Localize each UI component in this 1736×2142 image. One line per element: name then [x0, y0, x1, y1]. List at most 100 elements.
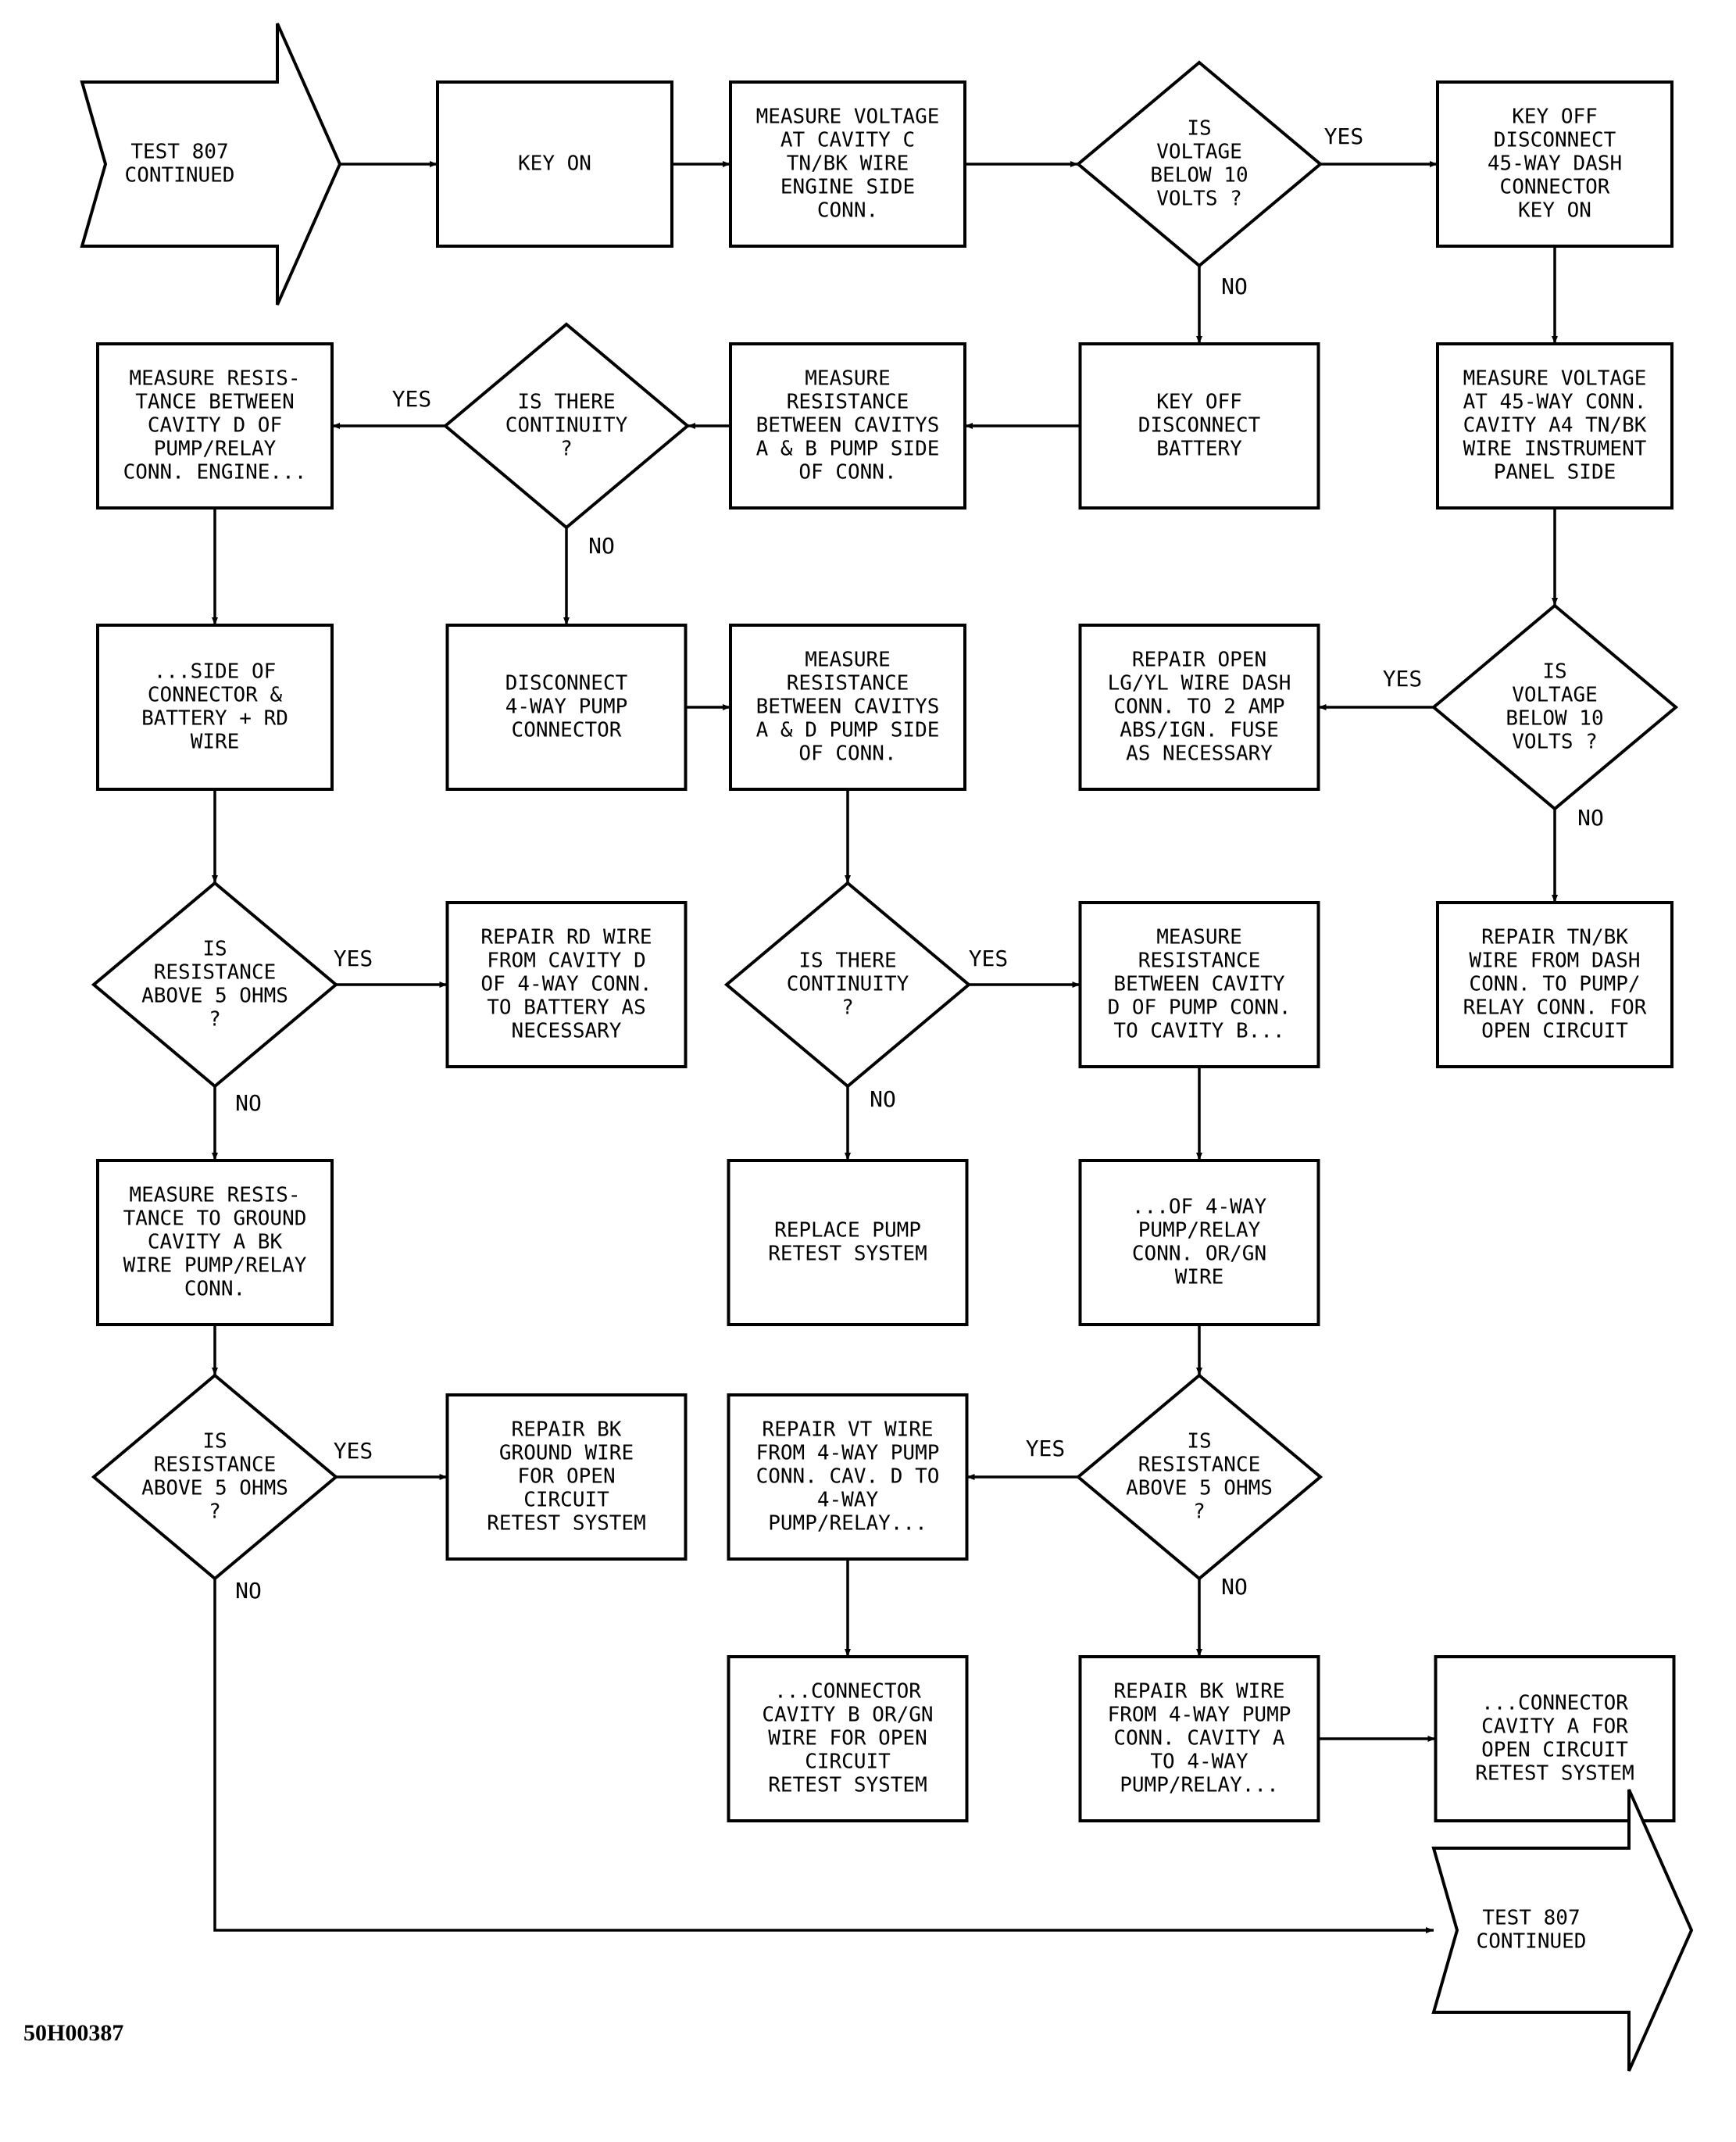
- box-shape: [436, 80, 673, 248]
- step-text-line: IS THERE: [798, 949, 896, 973]
- box-shape: [96, 342, 334, 510]
- diamond-shape: [1075, 1373, 1323, 1581]
- step-text-line: FROM CAVITY D: [487, 949, 646, 973]
- edge-label-no: NO: [588, 533, 615, 559]
- step-text-line: CONN.: [184, 1278, 245, 1301]
- step-text-line: WIRE: [1175, 1266, 1224, 1289]
- step-text-line: REPLACE PUMP: [774, 1219, 921, 1243]
- step-text-line: VOLTS ?: [1156, 188, 1242, 211]
- figure-id: 50H00387: [23, 2020, 124, 2046]
- step-text-line: CONN. ENGINE...: [123, 461, 307, 485]
- box-shape: [1078, 901, 1320, 1068]
- box-shape: [96, 624, 334, 791]
- step-text-line: LG/YL WIRE DASH: [1108, 672, 1291, 696]
- step-text-line: RETEST SYSTEM: [768, 1774, 927, 1797]
- step-text-line: ...CONNECTOR: [1481, 1692, 1628, 1715]
- step-text-line: REPAIR BK WIRE: [1113, 1680, 1284, 1704]
- step-text-line: BATTERY: [1156, 438, 1242, 461]
- step-text-line: CAVITY D OF: [148, 414, 282, 438]
- box-shape: [729, 342, 966, 510]
- arrow-shape: [1431, 1789, 1694, 2072]
- box-shape: [729, 624, 966, 791]
- step-text-line: TANCE TO GROUND: [123, 1207, 307, 1231]
- step-text-line: ABOVE 5 OHMS: [1126, 1477, 1273, 1500]
- step-text-line: CONN. TO 2 AMP: [1113, 696, 1284, 719]
- step-text-line: IS: [1542, 660, 1566, 684]
- step-text-line: WIRE INSTRUMENT: [1463, 438, 1647, 461]
- step-text-line: CONN. CAVITY A: [1113, 1727, 1284, 1750]
- step-text-line: OPEN CIRCUIT: [1481, 1739, 1628, 1762]
- edge-label-yes: YES: [1026, 1436, 1066, 1461]
- step-text-line: OPEN CIRCUIT: [1481, 1020, 1628, 1043]
- step-text-line: WIRE FROM DASH: [1469, 949, 1640, 973]
- edge-label-no: NO: [235, 1090, 262, 1116]
- step-text-line: D OF PUMP CONN.: [1108, 996, 1291, 1020]
- step-text-line: KEY OFF: [1512, 105, 1598, 129]
- box-shape: [445, 1393, 688, 1561]
- step-text-line: CAVITY A FOR: [1481, 1715, 1628, 1739]
- box-shape: [1078, 1159, 1320, 1326]
- box-shape: [96, 1159, 334, 1326]
- box-shape: [727, 1393, 969, 1561]
- edge-label-no: NO: [1221, 1574, 1248, 1600]
- step-text-line: ?: [209, 1008, 221, 1032]
- step-text-line: ENGINE SIDE: [780, 176, 915, 199]
- step-text-line: FOR OPEN: [517, 1465, 615, 1489]
- step-text-line: CAVITY A BK: [148, 1231, 283, 1254]
- step-text-line: REPAIR BK: [512, 1418, 622, 1442]
- box-shape: [1436, 342, 1673, 510]
- step-text-line: NECESSARY: [512, 1020, 622, 1043]
- step-text-line: VOLTAGE: [1156, 141, 1242, 164]
- step-text-line: IS: [1187, 117, 1211, 141]
- step-text-line: AT CAVITY C: [780, 129, 915, 152]
- diamond-shape: [723, 881, 972, 1089]
- step-text-line: ...OF 4-WAY: [1132, 1196, 1267, 1219]
- step-text-line: BETWEEN CAVITY: [1113, 973, 1284, 996]
- box-shape: [1078, 1655, 1320, 1822]
- step-text-line: IS THERE: [517, 391, 615, 414]
- step-text-line: IS: [202, 1430, 227, 1454]
- step-text-line: CONNECTOR: [512, 719, 622, 742]
- step-text-line: KEY OFF: [1156, 391, 1242, 414]
- step-text-line: 4-WAY: [817, 1489, 879, 1512]
- step-text-line: BELOW 10: [1150, 164, 1248, 188]
- step-text-line: A & D PUMP SIDE: [756, 719, 940, 742]
- edge-label-yes: YES: [1324, 123, 1364, 149]
- step-text-line: MEASURE VOLTAGE: [1463, 367, 1647, 391]
- step-text-line: ABS/IGN. FUSE: [1120, 719, 1279, 742]
- arrow-shape: [80, 23, 342, 306]
- step-text-line: BETWEEN CAVITYS: [756, 414, 940, 438]
- step-text-line: RESISTANCE: [787, 672, 909, 696]
- box-shape: [445, 624, 688, 791]
- box-shape: [1436, 901, 1673, 1068]
- box-shape: [1436, 80, 1673, 248]
- step-text-line: MEASURE: [805, 649, 891, 672]
- step-text-line: OF CONN.: [798, 742, 896, 766]
- step-text-line: CONTINUED: [1477, 1930, 1587, 1954]
- box-shape: [727, 1655, 969, 1822]
- step-text-line: ?: [560, 438, 573, 461]
- step-text-line: BATTERY + RD: [141, 707, 288, 731]
- edge-label-no: NO: [870, 1086, 896, 1112]
- step-text-line: REPAIR RD WIRE: [480, 926, 652, 949]
- step-text-line: VOLTS ?: [1512, 731, 1598, 754]
- edge-label-yes: YES: [334, 1438, 373, 1464]
- step-text-line: ...CONNECTOR: [774, 1680, 921, 1704]
- diamond-shape: [91, 1373, 339, 1581]
- step-text-line: MEASURE: [805, 367, 891, 391]
- step-text-line: MEASURE RESIS-: [129, 367, 300, 391]
